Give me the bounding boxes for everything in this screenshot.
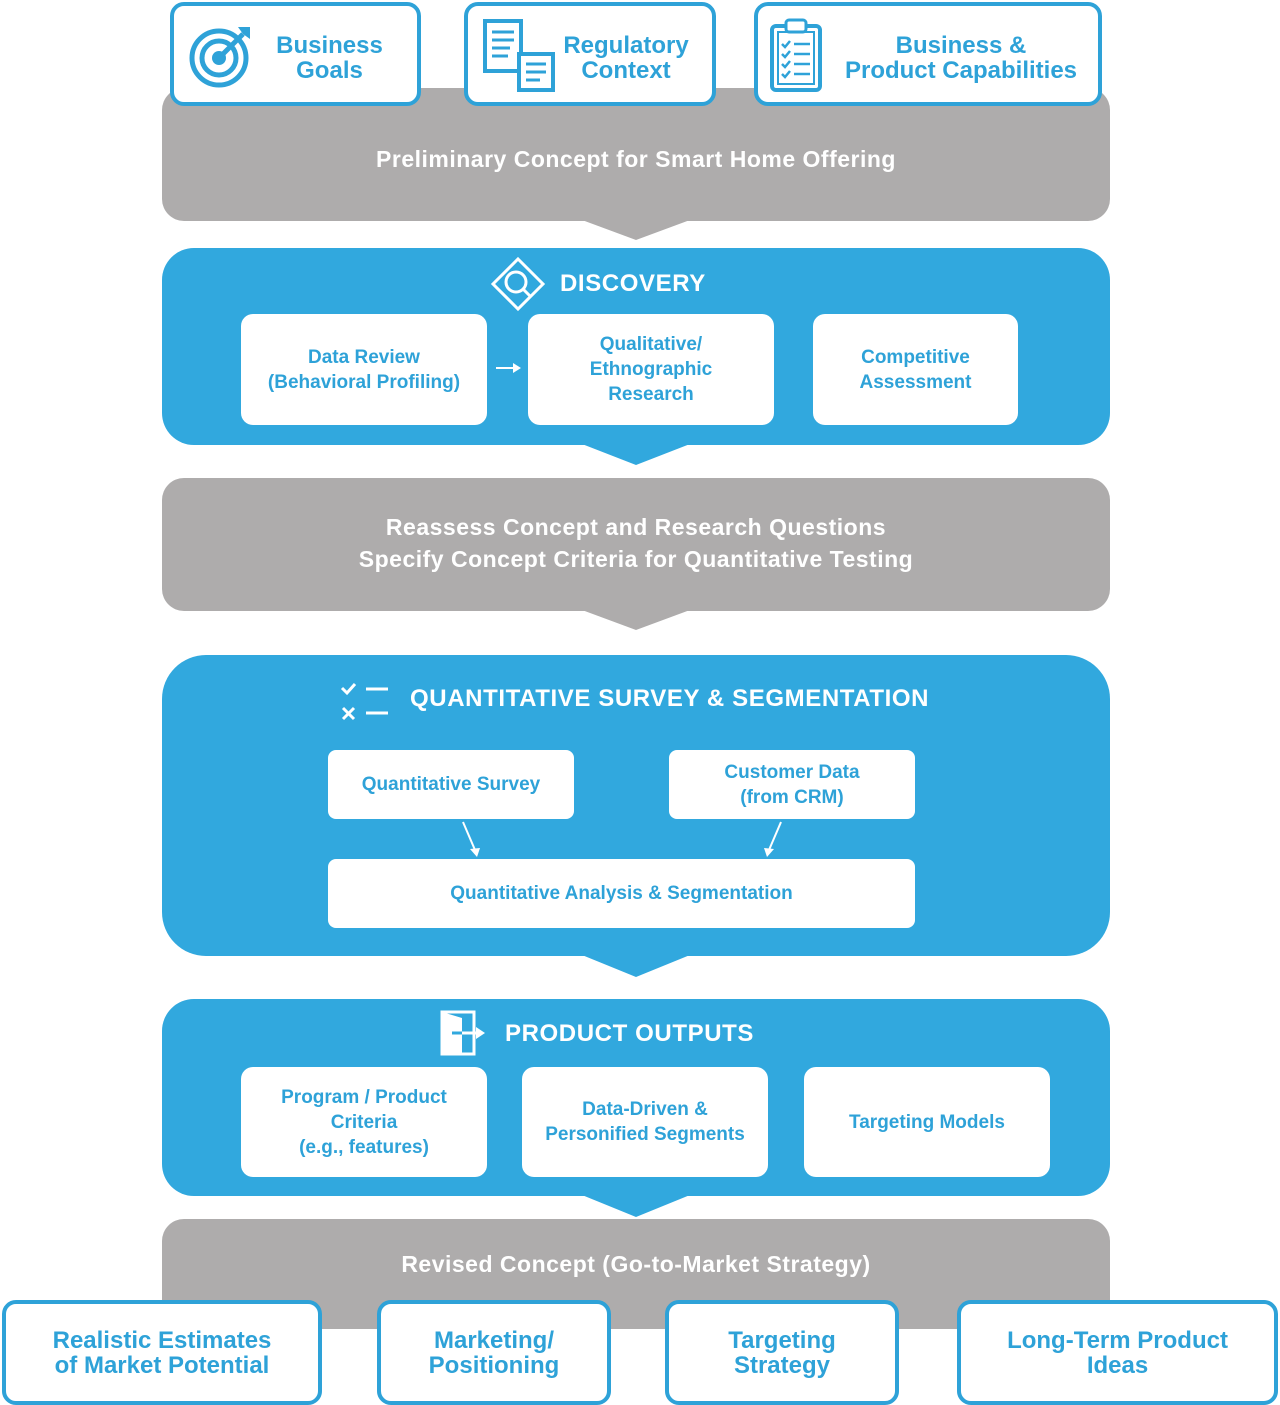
- arrow-down: [582, 220, 690, 240]
- targeting-models-box: Targeting Models: [804, 1067, 1050, 1177]
- reassess-line-1: Reassess Concept and Research Questions: [385, 514, 887, 540]
- arrow-down: [582, 1195, 690, 1217]
- reassess-line-2: Specify Concept Criteria for Quantitativ…: [358, 546, 914, 572]
- right-arrow-icon: [496, 363, 521, 373]
- revised-concept-label: Revised Concept (Go-to-Market Strategy): [401, 1251, 871, 1277]
- regulatory-context-label: Regulatory Context: [563, 32, 689, 84]
- long-term-ideas-box: Long-Term Product Ideas: [957, 1300, 1278, 1405]
- product-outputs-title: PRODUCT OUTPUTS: [505, 1020, 754, 1047]
- arrow-down: [582, 444, 690, 465]
- capabilities-label: Business & Product Capabilities: [844, 32, 1078, 84]
- qualitative-research-box: Qualitative/ Ethnographic Research: [528, 314, 774, 425]
- diagonal-arrow-icon: [764, 821, 782, 857]
- competitive-assessment-box: Competitive Assessment: [813, 314, 1018, 425]
- diamond-search-icon: [490, 256, 546, 312]
- customer-data-box: Customer Data (from CRM): [669, 750, 915, 819]
- quantitative-analysis-box: Quantitative Analysis & Segmentation: [328, 859, 915, 928]
- business-goals-box: Business Goals: [170, 2, 421, 106]
- regulatory-context-box: Regulatory Context: [464, 2, 716, 106]
- quantitative-title: QUANTITATIVE SURVEY & SEGMENTATION: [410, 685, 930, 712]
- reassess-band: [162, 478, 1110, 611]
- business-goals-label: Business Goals: [276, 32, 383, 84]
- arrow-down: [582, 955, 690, 977]
- preliminary-concept-label: Preliminary Concept for Smart Home Offer…: [376, 146, 896, 172]
- marketing-positioning-box: Marketing/ Positioning: [377, 1300, 611, 1405]
- market-potential-box: Realistic Estimates of Market Potential: [2, 1300, 322, 1405]
- clipboard-checklist-icon: [770, 18, 822, 92]
- documents-icon: [483, 19, 555, 92]
- data-review-box: Data Review (Behavioral Profiling): [241, 314, 487, 425]
- segments-box: Data-Driven & Personified Segments: [522, 1067, 768, 1177]
- arrow-down: [582, 610, 690, 630]
- target-icon: [189, 27, 250, 88]
- door-exit-icon: [440, 1010, 485, 1056]
- quantitative-survey-box: Quantitative Survey: [328, 750, 574, 819]
- program-criteria-box: Program / Product Criteria (e.g., featur…: [241, 1067, 487, 1177]
- diagonal-arrow-icon: [462, 821, 480, 857]
- checklist-icon: [340, 683, 388, 721]
- targeting-strategy-box: Targeting Strategy: [665, 1300, 899, 1405]
- capabilities-box: Business & Product Capabilities: [754, 2, 1102, 106]
- discovery-title: DISCOVERY: [560, 270, 706, 297]
- preliminary-concept-band: [162, 88, 1110, 221]
